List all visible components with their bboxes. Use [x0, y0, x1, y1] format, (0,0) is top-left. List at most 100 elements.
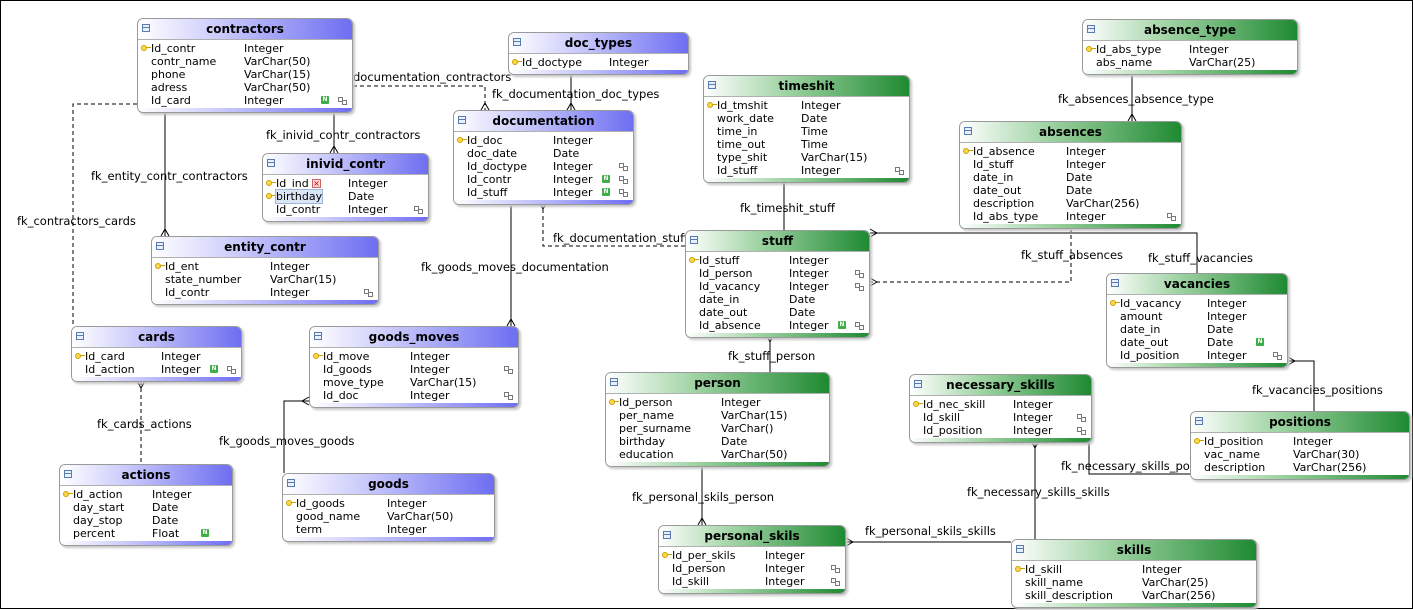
relationship-label[interactable]: fk_entity_contr_contractors	[91, 169, 248, 183]
relationship-label[interactable]: documentation_contractors	[353, 70, 512, 84]
relationship-line[interactable]	[870, 228, 1072, 283]
relationship-label[interactable]: fk_personal_skils_skills	[865, 524, 996, 538]
relationship-label[interactable]: fk_vacancies_positions	[1252, 383, 1383, 397]
table-header[interactable]: vacancies	[1107, 274, 1287, 295]
table-header[interactable]: positions	[1191, 412, 1409, 433]
relationship-label[interactable]: fk_necessary_skills_skills	[967, 485, 1110, 499]
relationship-line[interactable]	[283, 400, 309, 473]
relationship-label[interactable]: fk_documentation_doc_types	[492, 87, 660, 101]
relationship-label[interactable]: fk_inivid_contr_contractors	[266, 128, 421, 142]
relationship-label[interactable]: fk_personal_skils_person	[632, 490, 775, 504]
table-header[interactable]: contractors	[138, 19, 352, 40]
relationship-label[interactable]: fk_documentation_stuff	[553, 231, 689, 245]
relationship-line[interactable]	[542, 202, 685, 247]
table-header[interactable]: stuff	[686, 231, 869, 252]
table-header[interactable]: skills	[1012, 540, 1256, 561]
table-header[interactable]: inivid_contr	[263, 154, 428, 175]
relationship-label[interactable]: fk_stuff_absences	[1021, 248, 1124, 262]
table-header[interactable]: absence_type	[1083, 20, 1297, 41]
relationship-line[interactable]	[1088, 437, 1190, 475]
relationship-label[interactable]: fk_necessary_skills_po	[1061, 459, 1190, 473]
relationship-label[interactable]: fk_goods_moves_goods	[219, 434, 355, 448]
relationship-label[interactable]: fk_contractors_cards	[17, 214, 136, 228]
table-header[interactable]: goods	[283, 474, 494, 495]
table-header[interactable]: absences	[960, 122, 1181, 143]
table-header[interactable]: cards	[72, 327, 241, 348]
delete-icon[interactable]: ×	[312, 179, 321, 188]
relationship-line[interactable]	[1288, 360, 1315, 411]
table-header[interactable]: entity_contr	[152, 237, 378, 258]
table-header[interactable]: documentation	[454, 111, 633, 132]
relationship-label[interactable]: fk_stuff_vacancies	[1148, 251, 1254, 265]
table-header[interactable]: personal_skils	[659, 526, 845, 547]
relationship-line[interactable]	[72, 103, 137, 326]
table-header[interactable]: actions	[60, 465, 232, 486]
relationship-label[interactable]: fk_absences_absence_type	[1058, 92, 1214, 106]
